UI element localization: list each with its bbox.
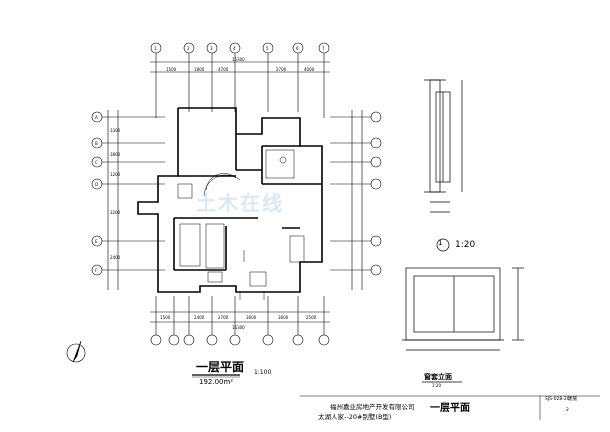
bottom-grid-axes	[150, 296, 330, 346]
north-arrow	[66, 340, 86, 363]
dim-top-seg-3: 4700	[218, 67, 229, 72]
elevation-title: 窗套立面	[424, 373, 452, 381]
window-elevation	[402, 267, 524, 351]
axis-left-e: E	[95, 239, 98, 244]
axis-left-d: D	[95, 182, 99, 187]
left-grid-axes	[91, 110, 165, 290]
dim-bottom-seg-1: 1500	[160, 315, 171, 320]
title-block	[300, 395, 600, 420]
axis-left-b: B	[95, 141, 98, 146]
axis-top-7: 7	[322, 46, 325, 51]
dim-bottom-seg-4: 3600	[246, 315, 257, 320]
plan-interior-lines	[177, 149, 305, 300]
axis-top-1: 1	[154, 46, 157, 51]
plan-title: 一层平面	[196, 360, 245, 374]
dim-bottom-seg-6: 2500	[306, 315, 317, 320]
dim-left-seg-1: 3300	[110, 128, 121, 133]
dim-left-seg-2: 3800	[110, 152, 121, 157]
dim-bottom-seg-2: 2400	[194, 315, 205, 320]
axis-left-f: F	[95, 268, 98, 273]
watermark: 土木在线	[196, 191, 284, 215]
detail-scale: 1:20	[455, 240, 476, 250]
axis-top-5: 5	[266, 46, 269, 51]
top-grid-axes	[150, 42, 330, 118]
dim-left-seg-3: 1200	[110, 172, 121, 177]
dim-left-seg-4: 3200	[110, 210, 121, 215]
plan-walls	[137, 107, 323, 293]
axis-left-a: A	[95, 115, 98, 120]
axis-top-6: 6	[296, 46, 299, 51]
dim-top-seg-1: 1500	[166, 67, 177, 72]
dim-left-seg-5: 2400	[110, 255, 121, 260]
project-name: 太湖人家--20#别墅(B型)	[318, 413, 392, 421]
axis-top-3: 3	[210, 46, 213, 51]
title-underlines	[192, 374, 462, 383]
plan-scale: 1:100	[254, 369, 272, 376]
sheet-label: 建施	[568, 397, 577, 402]
dim-top-total: 15300	[232, 57, 245, 62]
elevation-scale: 1:20	[432, 383, 441, 388]
detail-mark: 1	[438, 239, 443, 247]
drawing-number: SJS-028-20	[545, 397, 570, 402]
sheet-number: 2	[566, 408, 569, 413]
dim-top-seg-5: 4000	[304, 67, 315, 72]
plan-area: 192.00m²	[199, 378, 234, 386]
axis-top-4: 4	[233, 46, 236, 51]
dim-bottom-seg-5: 3600	[278, 315, 289, 320]
dim-top-seg-2: 1800	[194, 67, 205, 72]
dim-bottom-total: 16300	[232, 325, 245, 330]
company-name: 福州嘉业房地产开发有限公司	[330, 403, 415, 411]
axis-top-2: 2	[187, 46, 190, 51]
sheet-title: 一层平面	[430, 403, 470, 414]
right-grid-axes	[330, 110, 382, 290]
dim-top-seg-4: 2700	[276, 67, 287, 72]
dim-bottom-seg-3: 2700	[218, 315, 229, 320]
axis-left-c: C	[95, 160, 98, 165]
window-section-detail	[424, 79, 463, 252]
